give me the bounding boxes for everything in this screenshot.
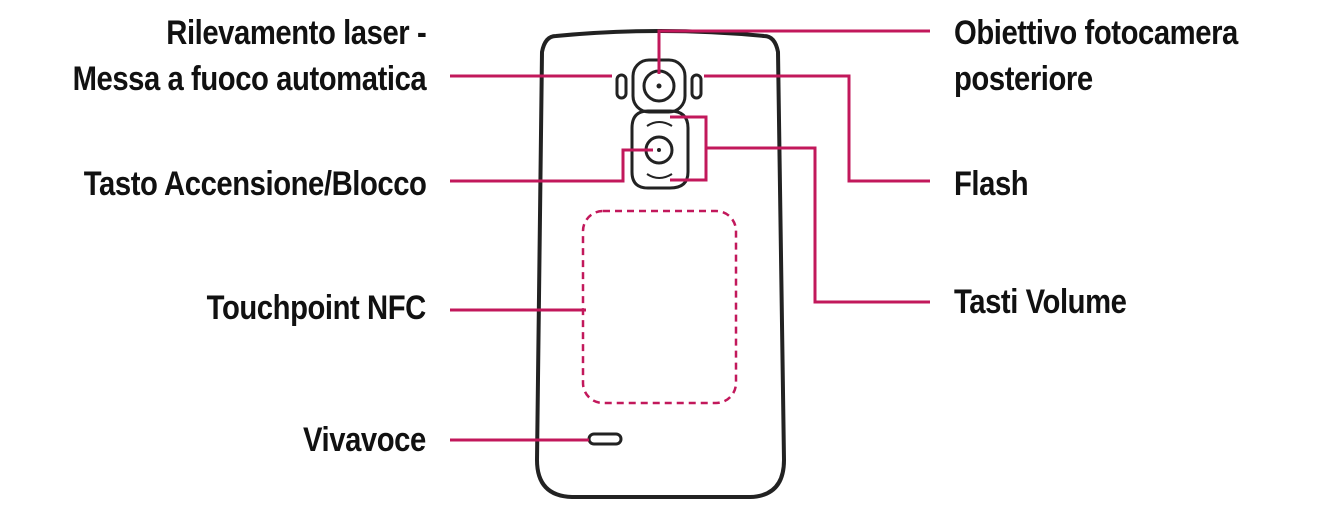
- label-power-lock-key-text: Tasto Accensione/Blocco: [83, 165, 426, 203]
- label-laser-af-line1: Rilevamento laser -: [166, 14, 427, 52]
- flash-icon: [690, 73, 703, 100]
- label-volume-keys-text: Tasti Volume: [954, 283, 1127, 321]
- label-flash-text: Flash: [954, 165, 1029, 203]
- leader-line-camera: [657, 29, 930, 74]
- leader-line-volume: [706, 146, 930, 304]
- label-nfc-touchpoint: Touchpoint NFC: [206, 285, 427, 331]
- label-volume-keys: Tasti Volume: [954, 279, 1127, 325]
- speaker-icon: [587, 432, 623, 446]
- label-speaker: Vivavoce: [303, 417, 426, 463]
- leader-line-volume-bracket: [670, 115, 708, 182]
- nfc-area-icon: [581, 209, 738, 405]
- label-power-lock-key: Tasto Accensione/Blocco: [83, 161, 426, 207]
- laser-af-sensor-icon: [615, 73, 628, 100]
- label-rear-camera-line1: Obiettivo fotocamera: [954, 14, 1238, 52]
- leader-line-power: [450, 148, 653, 183]
- label-speaker-text: Vivavoce: [303, 421, 426, 459]
- label-nfc-touchpoint-text: Touchpoint NFC: [206, 289, 427, 327]
- leader-line-flash: [704, 74, 930, 183]
- label-rear-camera: Obiettivo fotocamera posteriore: [954, 10, 1238, 102]
- label-laser-af: Rilevamento laser - Messa a fuoco automa…: [72, 10, 426, 102]
- label-rear-camera-line2: posteriore: [954, 60, 1093, 98]
- label-flash: Flash: [954, 161, 1029, 207]
- label-laser-af-line2: Messa a fuoco automatica: [72, 60, 426, 98]
